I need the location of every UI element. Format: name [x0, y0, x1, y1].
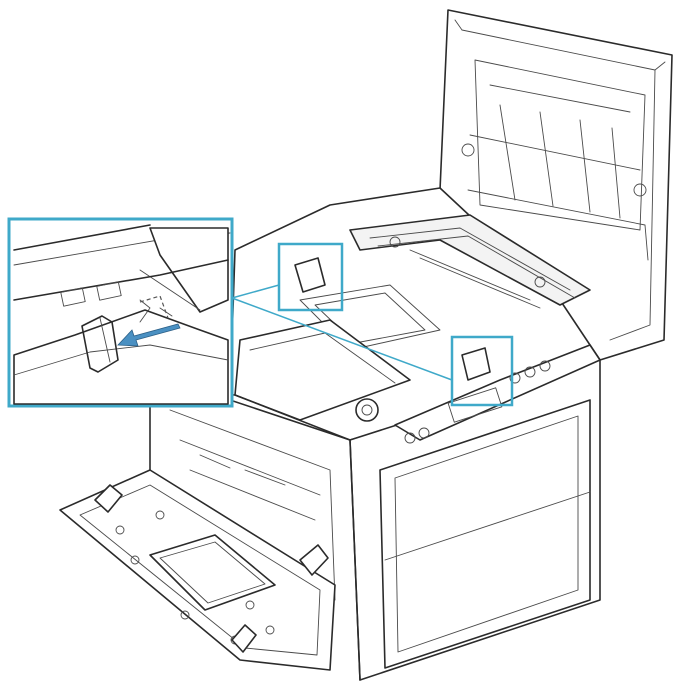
highlight-box-right-lever — [450, 335, 514, 407]
zoom-inset — [7, 217, 234, 408]
highlight-box-left-lever — [277, 242, 344, 312]
printer-body — [149, 187, 601, 681]
callout-leader-line — [231, 297, 453, 381]
release-lever — [81, 315, 119, 373]
callout-leader-line — [231, 284, 280, 299]
left-arrow-icon — [117, 323, 181, 347]
front-door — [59, 469, 336, 671]
callout-highlights — [231, 242, 514, 407]
